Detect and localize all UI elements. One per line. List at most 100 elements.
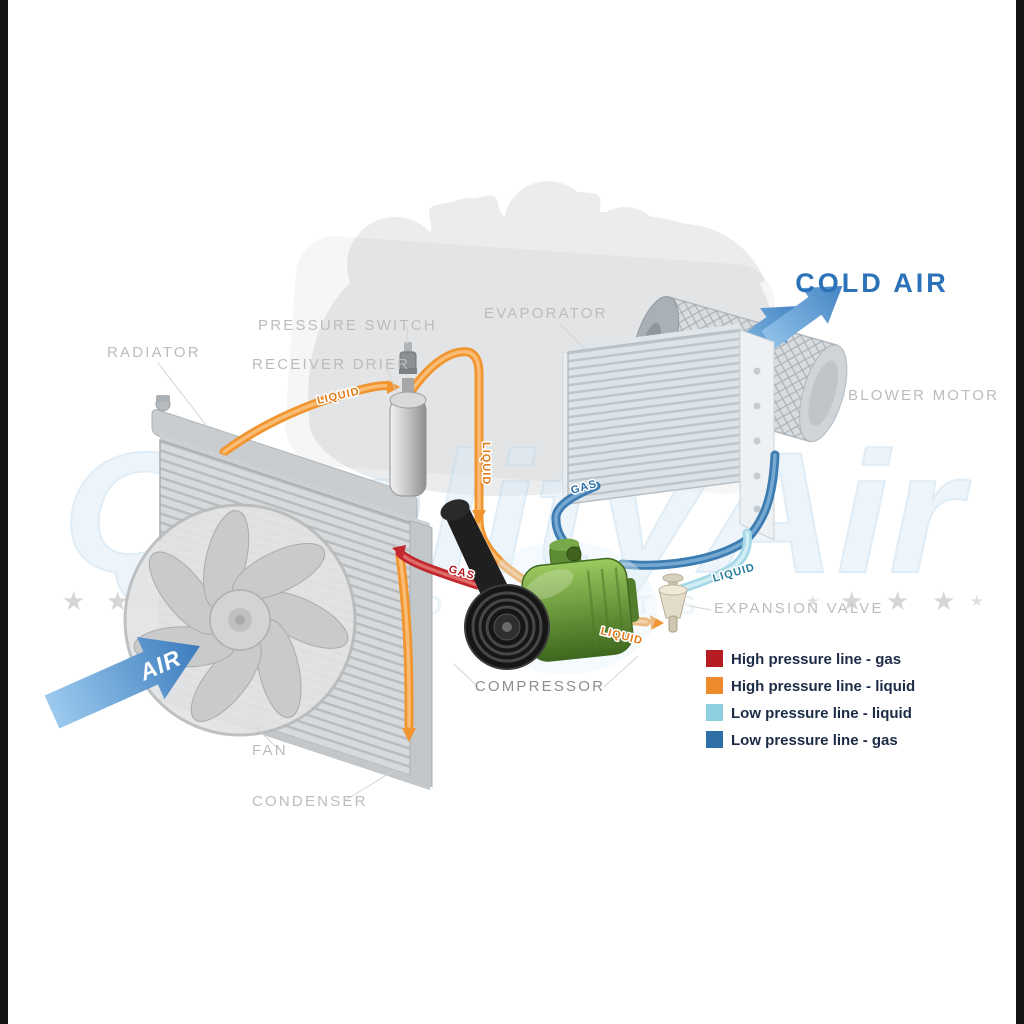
- compressor-rib: [614, 567, 626, 648]
- legend-label-low-liquid: Low pressure line - liquid: [731, 705, 912, 722]
- leader-line-fan: [255, 726, 279, 750]
- pressure-switch: [399, 342, 417, 374]
- pulley-groove: [478, 598, 536, 656]
- blower-motor-label: BLOWER MOTOR: [848, 387, 999, 404]
- star-icon: ★: [886, 586, 909, 616]
- air-arrow-shape: [44, 637, 200, 729]
- switch-nut: [399, 368, 417, 374]
- channel-hole: [753, 505, 761, 513]
- left-edge-bar: [0, 0, 8, 1024]
- leader-line-evaporator: [559, 323, 587, 351]
- pipe-low-pressure-liquid: [676, 528, 752, 594]
- star-icon: ★: [106, 586, 129, 616]
- legend-label-high-gas: High pressure line - gas: [731, 651, 901, 668]
- flow-arrow-right-icon: [650, 615, 664, 630]
- compressor: [440, 499, 657, 674]
- compressor-highlight: [524, 569, 574, 600]
- pressure-switch-label: PRESSURE SWITCH: [258, 317, 437, 334]
- engine-pulley-shape: [430, 198, 510, 278]
- drier-dome: [389, 391, 427, 409]
- drier-body: [389, 397, 427, 497]
- engine-hose-shape: [636, 223, 766, 290]
- pulley-groove: [471, 591, 543, 663]
- fan-label: FAN: [252, 742, 288, 759]
- receiver-drier: [389, 342, 427, 497]
- arrow-shape: [761, 285, 843, 349]
- pipe-condenser-outlet: [395, 551, 416, 742]
- channel-hole: [753, 472, 761, 480]
- belt-tensioner: [440, 499, 470, 521]
- legend-item-low-pressure-gas: Low pressure line - gas: [706, 731, 898, 749]
- legend-swatch-low-gas: [706, 731, 723, 748]
- channel-hole: [753, 437, 761, 445]
- star-icon: ★: [806, 593, 819, 610]
- drier-neck: [402, 378, 414, 392]
- legend: High pressure line - gas High pressure l…: [706, 650, 915, 749]
- liquid-label: LIQUID: [480, 442, 492, 485]
- legend-swatch-low-liquid: [706, 704, 723, 721]
- channel-plate: [739, 329, 775, 541]
- right-edge-bar: [1016, 0, 1024, 1024]
- star-icon: ★: [62, 586, 85, 616]
- leader-line-compressor-left: [453, 663, 479, 688]
- star-icon: ★: [970, 593, 983, 610]
- leader-line-radiator: [157, 362, 207, 426]
- evaporator-label: EVAPORATOR: [484, 305, 608, 322]
- star-icon: ★: [932, 586, 955, 616]
- condenser-label: CONDENSER: [252, 793, 368, 810]
- engine-pulley-shape: [504, 181, 592, 269]
- pipe-highlight: [222, 383, 392, 454]
- flow-arrow-icon: [392, 545, 406, 558]
- engine-detail: [519, 186, 601, 224]
- fan: [117, 497, 357, 743]
- leader-line-receiver-drier: [385, 365, 399, 397]
- evaporator: [562, 323, 775, 541]
- channel-hole: [753, 402, 761, 410]
- legend-label-low-gas: Low pressure line - gas: [731, 732, 898, 749]
- compressor-rib: [600, 568, 612, 649]
- legend-item-high-pressure-gas: High pressure line - gas: [706, 650, 901, 668]
- legend-swatch-high-gas: [706, 650, 723, 667]
- flow-arrow-icon: [387, 380, 400, 394]
- valve-flange: [658, 584, 688, 596]
- valve-outlet: [668, 615, 678, 633]
- leader-line-blower: [833, 395, 846, 400]
- legend-swatch-high-liquid: [706, 677, 723, 694]
- cold-air-label: COLD AIR: [795, 268, 949, 298]
- leader-line-condenser: [343, 767, 399, 802]
- compressor-label: COMPRESSOR: [475, 678, 605, 695]
- valve-cap: [662, 573, 684, 583]
- expansion-valve: [658, 573, 688, 633]
- engine-pulley-shape: [587, 207, 663, 283]
- compressor-suction-port: [566, 546, 582, 562]
- pulley-groove: [485, 605, 529, 649]
- evaporator-side-channel: [739, 329, 775, 541]
- pipe-high-pressure-liquid-drier: [219, 380, 400, 457]
- legend-item-high-pressure-liquid: High pressure line - liquid: [706, 677, 915, 695]
- star-icon: ★: [840, 586, 863, 616]
- leader-line-expansion-valve: [689, 605, 712, 611]
- blower-right-cap-inner: [808, 360, 839, 427]
- leader-line-compressor-right: [603, 655, 639, 688]
- compressor-rib: [586, 570, 598, 651]
- pipe-highlight: [679, 531, 750, 591]
- engine-detail: [428, 195, 502, 239]
- receiver-drier-label: RECEIVER DRIER: [252, 356, 410, 373]
- fan-hub-bolt: [235, 615, 245, 625]
- switch-tip: [404, 342, 412, 353]
- channel-hole: [753, 367, 761, 375]
- evaporator-core: [562, 323, 741, 505]
- expansion-valve-label: EXPANSION VALVE: [714, 600, 884, 617]
- flow-arrow-down-icon: [472, 510, 486, 524]
- cold-air-arrow-icon: [761, 285, 843, 349]
- legend-item-low-pressure-liquid: Low pressure line - liquid: [706, 704, 912, 722]
- radiator-label: RADIATOR: [107, 344, 201, 361]
- radiator-cap: [156, 395, 170, 402]
- pulley-bolt: [502, 622, 512, 632]
- component-labels: RADIATOR PRESSURE SWITCH RECEIVER DRIER …: [107, 268, 999, 810]
- engine-pulley-shape: [347, 217, 443, 313]
- pipe-highlight: [398, 554, 411, 728]
- flow-arrow-down-icon: [402, 728, 416, 742]
